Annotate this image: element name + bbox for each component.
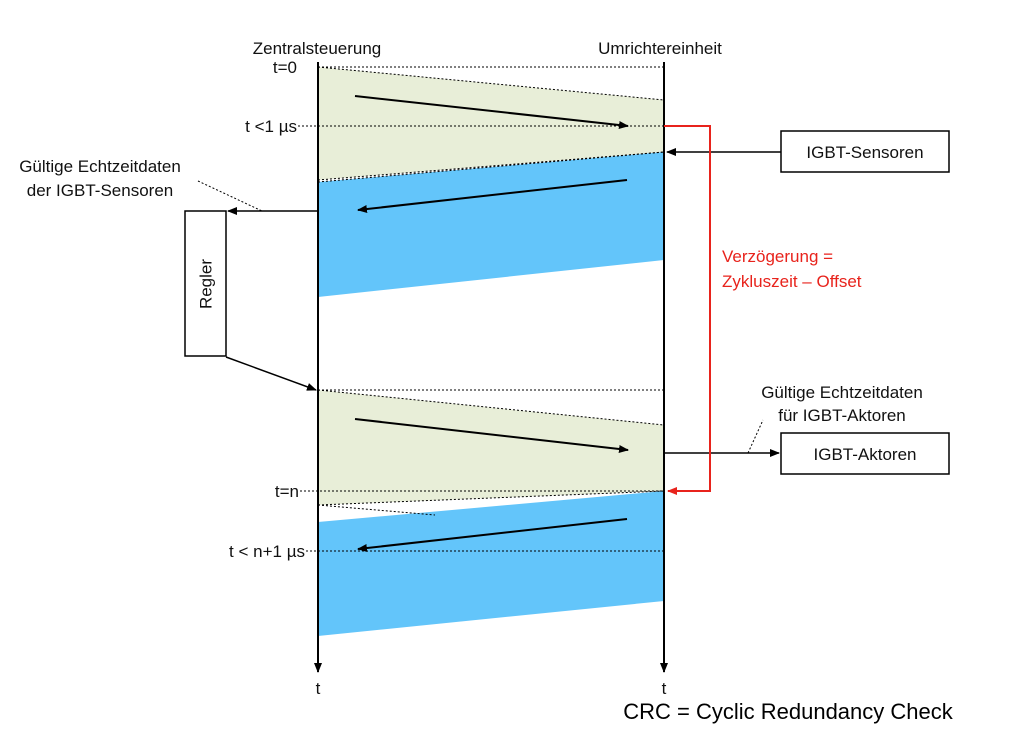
controller-label: Regler — [197, 259, 216, 309]
downlink-band-1 — [318, 67, 664, 180]
sensors-label: IGBT-Sensoren — [806, 143, 923, 162]
time-mark-t0: t=0 — [273, 58, 297, 77]
left-axis-label: t — [316, 679, 321, 698]
footnote: CRC = Cyclic Redundancy Check — [623, 699, 954, 724]
uplink-band-1 — [318, 152, 664, 297]
delay-note-line2: Zykluszeit – Offset — [722, 272, 862, 291]
downlink-band-2 — [318, 390, 664, 505]
right-axis-label: t — [662, 679, 667, 698]
delay-note-line1: Verzögerung = — [722, 247, 833, 266]
actors-note-line2: für IGBT-Aktoren — [778, 406, 906, 425]
uplink-arrow-1 — [357, 179, 628, 213]
delay-bracket — [664, 125, 711, 495]
actors-box — [780, 432, 950, 475]
controller-to-lane — [225, 356, 317, 391]
dotted-guides — [197, 66, 764, 552]
downlink-arrow-1 — [354, 95, 629, 129]
sensors-note-line2: der IGBT-Sensoren — [27, 181, 173, 200]
sensors-box — [780, 130, 950, 173]
time-mark-t1: t <1 µs — [245, 117, 297, 136]
right-lane-title: Umrichtereinheit — [598, 39, 722, 58]
controller-box — [184, 210, 227, 357]
actors-note-line1: Gültige Echtzeitdaten — [761, 383, 923, 402]
uplink-arrow-2 — [357, 518, 628, 552]
time-mark-tn1: t < n+1 µs — [229, 542, 305, 561]
time-mark-tn: t=n — [275, 482, 299, 501]
uplink-band-2 — [318, 491, 664, 636]
sensors-note-line1: Gültige Echtzeitdaten — [19, 157, 181, 176]
left-lane-title: Zentralsteuerung — [253, 39, 382, 58]
downlink-arrow-2 — [354, 418, 629, 453]
actors-label: IGBT-Aktoren — [814, 445, 917, 464]
